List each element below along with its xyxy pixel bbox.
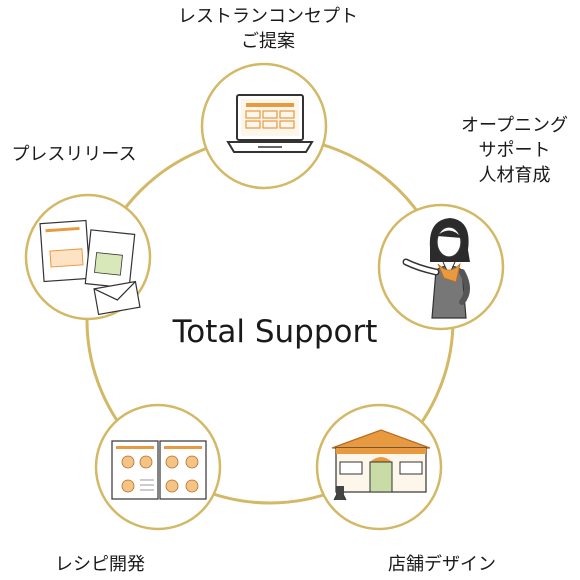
menu-book-icon bbox=[111, 440, 207, 500]
label-store: 店舗デザイン bbox=[388, 554, 496, 575]
center-title: Total Support bbox=[172, 314, 378, 350]
staff-woman-icon bbox=[402, 218, 470, 319]
storefront-icon bbox=[331, 429, 431, 501]
label-recipe: レシピ開発 bbox=[55, 554, 145, 575]
node-store bbox=[315, 403, 443, 531]
node-concept bbox=[200, 62, 328, 190]
laptop-icon bbox=[226, 94, 314, 153]
label-press: プレスリリース bbox=[11, 144, 137, 165]
node-opening bbox=[377, 203, 505, 331]
label-concept: レストランコンセプトご提案 bbox=[178, 6, 358, 52]
label-opening: オープニングサポート人材育成 bbox=[461, 115, 568, 186]
press-documents-icon bbox=[39, 219, 141, 316]
node-press bbox=[24, 193, 152, 321]
node-recipe bbox=[94, 403, 222, 531]
